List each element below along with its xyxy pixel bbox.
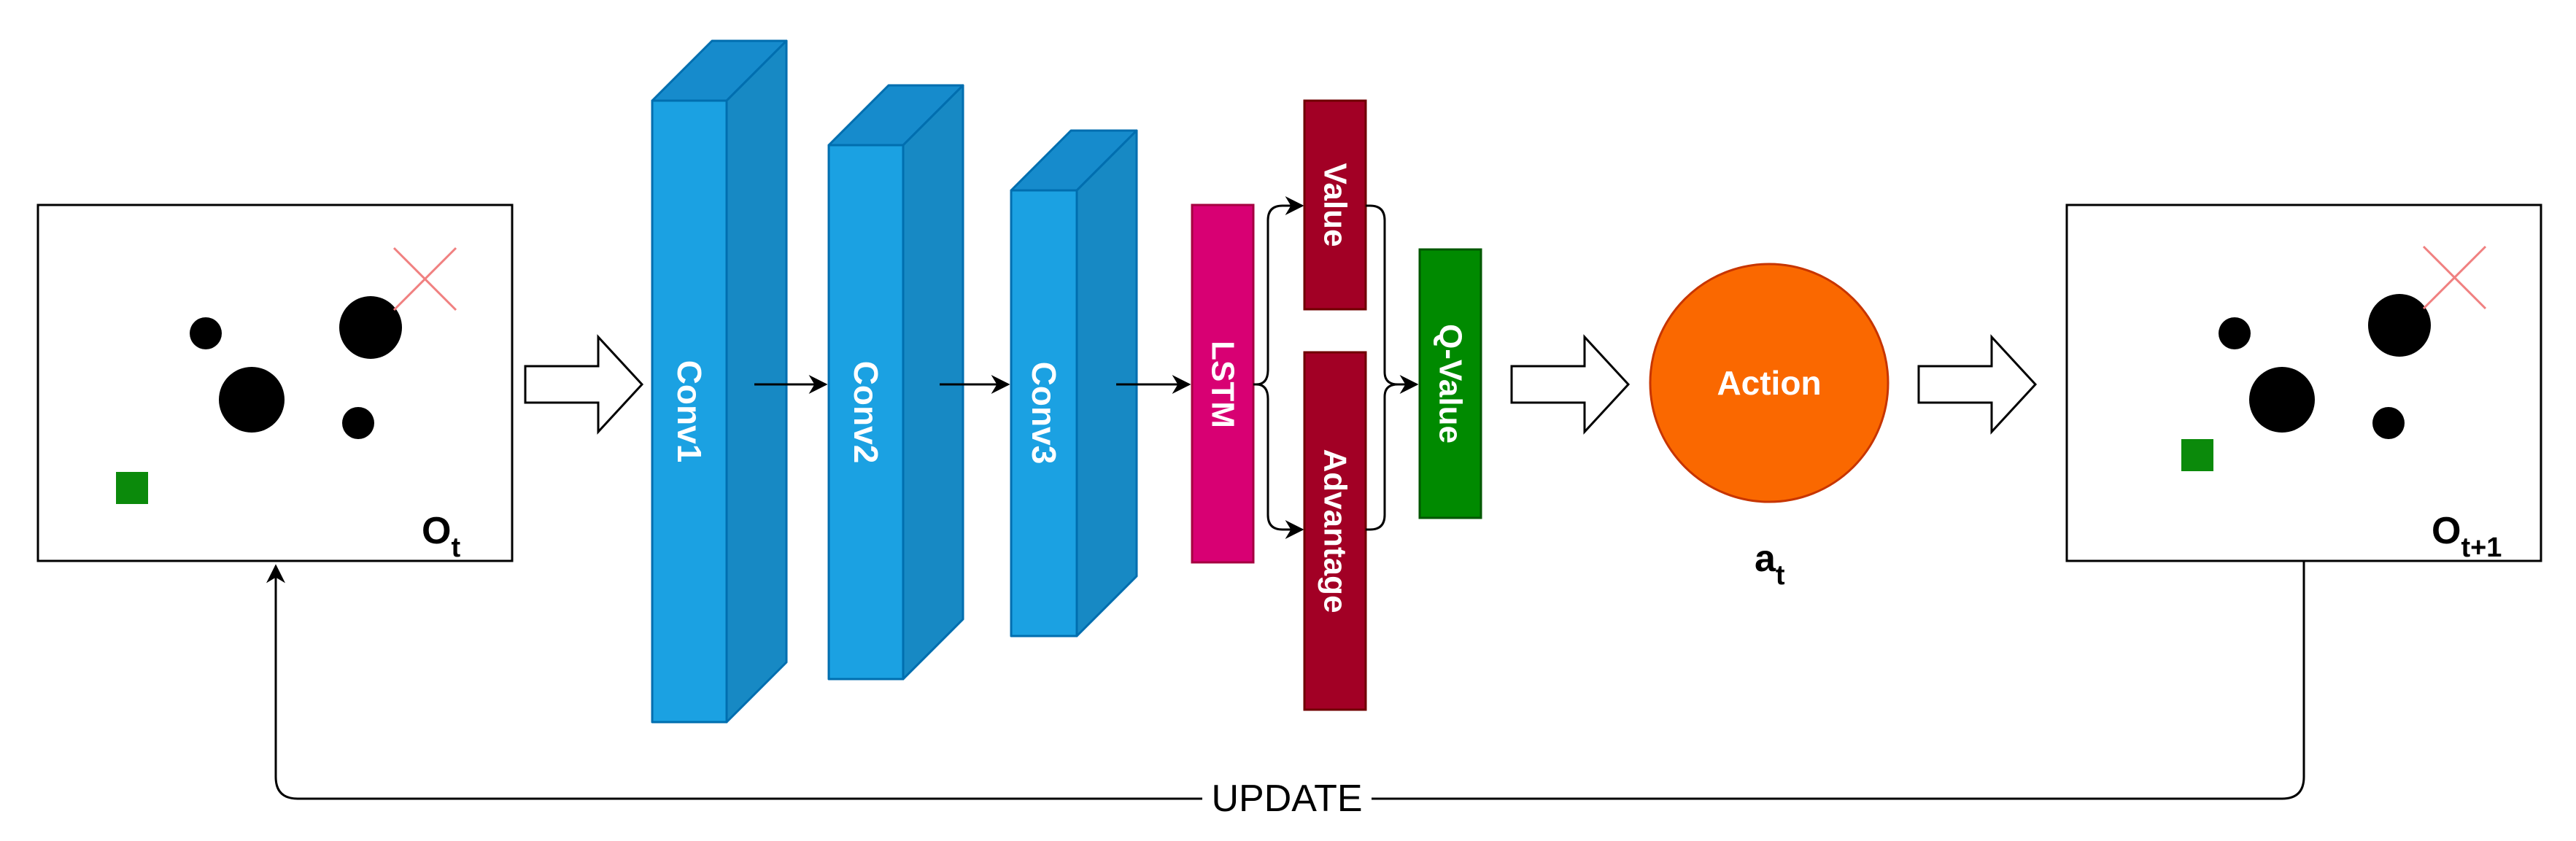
arrow-lstm-value (1253, 196, 1304, 386)
advantage-block: Advantage (1303, 351, 1367, 711)
observation-panel-right: Ot+1 (2065, 204, 2542, 563)
obstacle-circle-icon (190, 317, 222, 349)
value-block: Value (1303, 99, 1367, 311)
lstm-block: LSTM (1191, 204, 1255, 564)
obstacle-circle-icon (2219, 317, 2251, 349)
conv1-label: Conv1 (670, 360, 708, 463)
advantage-label: Advantage (1318, 449, 1353, 613)
update-feedback-arrow (276, 561, 2305, 800)
value-label: Value (1318, 163, 1353, 247)
conv3-label: Conv3 (1025, 362, 1063, 465)
conv2-block: Conv2 (827, 84, 964, 681)
hollow-arrow-icon (524, 334, 644, 435)
observation-left-label: Ot (422, 510, 460, 563)
conv1-block: Conv1 (651, 39, 788, 724)
arrow-value-qvalue (1366, 204, 1419, 394)
observation-right-label: Ot+1 (2432, 510, 2502, 563)
target-cross-icon (392, 247, 457, 311)
conv3-block: Conv3 (1010, 129, 1138, 637)
obstacle-circle-icon (2372, 407, 2405, 439)
action-label: Action (1717, 364, 1821, 402)
update-label: UPDATE (1211, 778, 1362, 820)
conv2-label: Conv2 (847, 361, 885, 464)
agent-square-icon (2181, 439, 2213, 471)
action-symbol-label: at (1755, 538, 1785, 591)
obstacle-circle-icon (219, 367, 285, 433)
agent-square-icon (116, 472, 148, 504)
qvalue-label: Q-Value (1433, 324, 1469, 443)
hollow-arrow-icon (1510, 334, 1631, 435)
obstacle-circle-icon (2368, 294, 2431, 357)
obstacle-circle-icon (342, 407, 374, 439)
observation-panel-left: Ot (36, 204, 514, 563)
arrow-lstm-advantage (1253, 383, 1304, 539)
qvalue-block: Q-Value (1418, 248, 1482, 519)
obstacle-circle-icon (2249, 367, 2315, 433)
arrow-advantage-qvalue (1366, 383, 1399, 531)
action-node: Action (1649, 263, 1890, 503)
lstm-label: LSTM (1205, 341, 1241, 428)
hollow-arrow-icon (1917, 334, 2038, 435)
target-cross-icon (2422, 245, 2487, 310)
obstacle-circle-icon (339, 296, 402, 359)
